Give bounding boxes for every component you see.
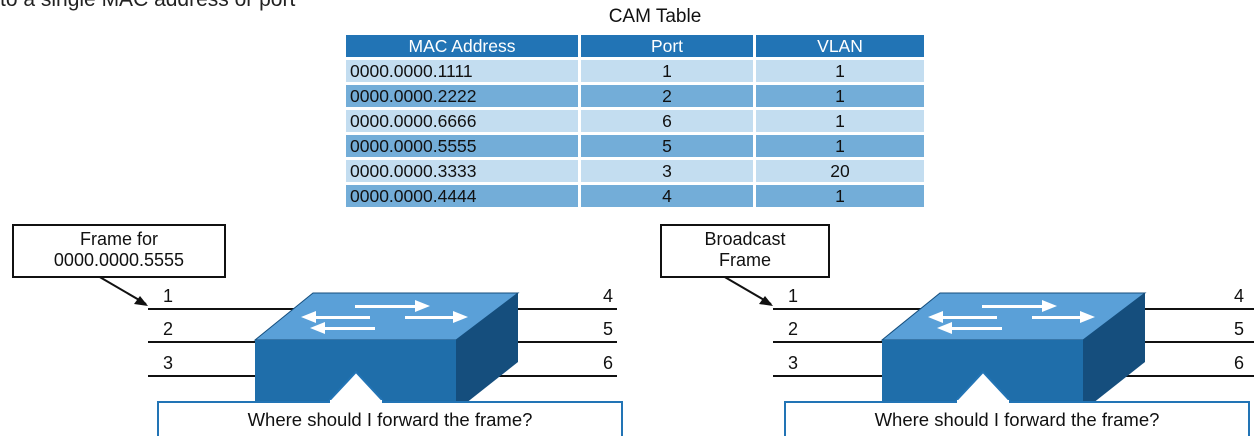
callout-line: Broadcast	[704, 229, 786, 249]
header-port: Port	[581, 35, 756, 57]
cam-table-header-row: MAC Address Port VLAN	[346, 35, 924, 57]
cell-vlan: 20	[756, 160, 924, 182]
port-label-2: 2	[163, 319, 174, 339]
table-row: 0000.0000.1111 1 1	[346, 60, 924, 82]
question-bubble: Where should I forward the frame?	[157, 401, 623, 436]
header-mac-address: MAC Address	[346, 35, 581, 57]
cell-vlan: 1	[756, 185, 924, 207]
table-row: 0000.0000.3333 3 20	[346, 160, 924, 182]
cell-mac: 0000.0000.1111	[346, 60, 581, 82]
cell-port: 1	[581, 60, 756, 82]
switch-icon	[253, 292, 520, 411]
table-row: 0000.0000.5555 5 1	[346, 135, 924, 157]
unicast-frame-scene: Frame for 0000.0000.5555 1 2 3 4 5 6 Whe…	[0, 0, 628, 436]
switch-diagram	[97, 275, 617, 411]
cell-port: 6	[581, 110, 756, 132]
callout-line: 0000.0000.5555	[53, 250, 185, 270]
cell-port: 2	[581, 85, 756, 107]
port-label-5: 5	[603, 319, 614, 339]
cell-mac: 0000.0000.3333	[346, 160, 581, 182]
cell-vlan: 1	[756, 60, 924, 82]
cut-off-caption: to a single MAC address or port	[0, 0, 620, 12]
header-vlan: VLAN	[756, 35, 924, 57]
cam-table: MAC Address Port VLAN 0000.0000.1111 1 1…	[346, 32, 924, 210]
port-label-1: 1	[788, 286, 799, 306]
cell-port: 4	[581, 185, 756, 207]
question-bubble: Where should I forward the frame?	[784, 401, 1250, 436]
cell-mac: 0000.0000.4444	[346, 185, 581, 207]
port-label-5: 5	[1234, 319, 1245, 339]
cell-mac: 0000.0000.6666	[346, 110, 581, 132]
cell-vlan: 1	[756, 110, 924, 132]
cell-vlan: 1	[756, 85, 924, 107]
cell-port: 5	[581, 135, 756, 157]
table-row: 0000.0000.2222 2 1	[346, 85, 924, 107]
port-label-4: 4	[603, 286, 614, 306]
table-row: 0000.0000.6666 6 1	[346, 110, 924, 132]
frame-callout: Broadcast Frame	[660, 224, 830, 278]
port-label-3: 3	[163, 353, 174, 373]
cell-mac: 0000.0000.2222	[346, 85, 581, 107]
broadcast-frame-scene: Broadcast Frame 1 2 3 4 5 6 Where should…	[627, 0, 1255, 436]
port-label-2: 2	[788, 319, 799, 339]
callout-line: Frame for	[79, 229, 158, 249]
port-label-4: 4	[1234, 286, 1245, 306]
pointer-arrowhead	[759, 296, 773, 306]
port-label-6: 6	[1234, 353, 1245, 373]
cell-vlan: 1	[756, 135, 924, 157]
cam-table-title: CAM Table	[608, 6, 702, 27]
table-row: 0000.0000.4444 4 1	[346, 185, 924, 207]
switch-icon	[880, 292, 1147, 411]
port-label-3: 3	[788, 353, 799, 373]
callout-line: Frame	[718, 250, 771, 270]
switch-diagram	[722, 275, 1254, 411]
frame-callout: Frame for 0000.0000.5555	[12, 224, 226, 278]
cell-mac: 0000.0000.5555	[346, 135, 581, 157]
port-label-1: 1	[163, 286, 174, 306]
cell-port: 3	[581, 160, 756, 182]
bubble-join	[957, 400, 1009, 404]
pointer-arrowhead	[134, 296, 148, 306]
port-label-6: 6	[603, 353, 614, 373]
bubble-join	[330, 400, 382, 404]
